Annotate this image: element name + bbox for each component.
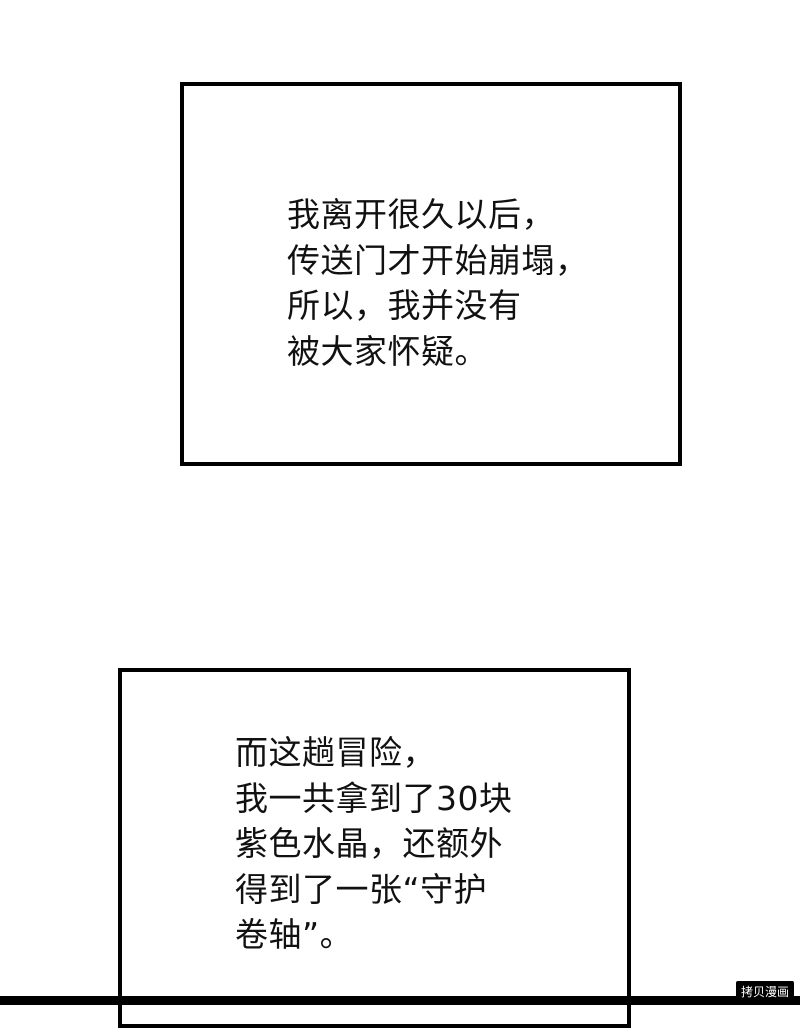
caption-line: 而这趟冒险， xyxy=(235,733,436,772)
watermark-logo: 拷贝漫画 xyxy=(735,981,794,1003)
caption-box-2: 而这趟冒险， 我一共拿到了30块 紫色水晶，还额外 得到了一张“守护 卷轴”。 xyxy=(118,668,631,1028)
caption-box-1: 我离开很久以后， 传送门才开始崩塌， 所以，我并没有 被大家怀疑。 xyxy=(180,82,682,466)
caption-line: 传送门才开始崩塌， xyxy=(287,240,589,280)
caption-line: 我离开很久以后， xyxy=(287,195,555,234)
caption-line: 所以，我并没有 xyxy=(287,286,522,325)
caption-line: 被大家怀疑。 xyxy=(287,331,488,371)
caption-line: 得到了一张“守护 xyxy=(235,869,488,909)
caption-text-2: 而这趟冒险， 我一共拿到了30块 紫色水晶，还额外 得到了一张“守护 卷轴”。 xyxy=(235,730,513,958)
caption-line: 我一共拿到了30块 xyxy=(235,778,513,818)
caption-line: 紫色水晶，还额外 xyxy=(235,824,503,863)
bottom-panel-edge xyxy=(0,996,800,1005)
caption-text-1: 我离开很久以后， 传送门才开始崩塌， 所以，我并没有 被大家怀疑。 xyxy=(287,192,589,374)
caption-line: 卷轴”。 xyxy=(235,915,354,954)
